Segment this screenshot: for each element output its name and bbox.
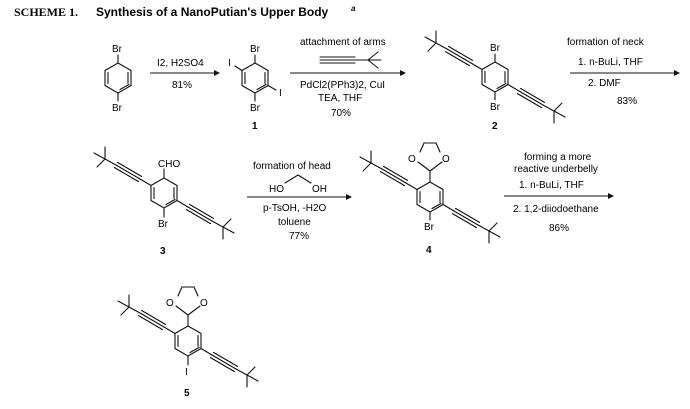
step-4-glycol-oh: OH	[312, 184, 327, 195]
aldehyde-group: CHO	[158, 159, 180, 170]
reaction-arrow-5: forming a more reactive underbelly 1. n-…	[504, 152, 614, 234]
atom-i-right: I	[279, 88, 282, 99]
right-arm-alkyne	[176, 199, 235, 240]
atom-br-top: Br	[490, 43, 501, 54]
atom-br-bottom: Br	[112, 103, 123, 114]
step-4-glycol-ho: HO	[269, 184, 284, 195]
step-5-purpose-line1: forming a more	[524, 152, 592, 163]
scheme-title: Synthesis of a NanoPutian's Upper Body	[96, 5, 329, 19]
right-arm-alkyne	[442, 203, 501, 244]
right-arm-alkyne	[200, 347, 259, 388]
double-bond	[119, 83, 130, 91]
step-3-purpose: formation of neck	[567, 37, 645, 48]
atom-br-bottom: Br	[490, 102, 501, 113]
step-4-reagents-line1: p-TsOH, -H2O	[263, 203, 327, 214]
atom-o-left: O	[166, 298, 174, 309]
atom-o-left: O	[408, 154, 416, 165]
atom-br-top: Br	[112, 44, 123, 55]
compound-2-structure: Br Br 2	[424, 30, 566, 132]
atom-o-right: O	[442, 154, 450, 165]
left-arm-alkyne	[359, 150, 418, 191]
compound-1-number: 1	[252, 121, 258, 132]
step-1-reagents: I2, H2SO4	[157, 58, 204, 69]
compound-3-number: 3	[160, 246, 166, 257]
step-2-reagents-line2: TEA, THF	[318, 93, 362, 104]
double-bond	[431, 202, 442, 210]
atom-i-bottom: I	[185, 367, 188, 378]
atom-br-bottom: Br	[158, 219, 169, 230]
step-3-yield: 83%	[617, 96, 637, 107]
compound-4-number: 4	[426, 245, 432, 256]
double-bond	[165, 198, 176, 206]
step-2-yield: 70%	[331, 108, 351, 119]
scheme-title-footnote-marker: a	[351, 4, 356, 13]
ethylene-glycol-bond	[284, 174, 299, 184]
left-arm-alkyne	[93, 146, 152, 187]
step-4-purpose: formation of head	[253, 161, 331, 172]
compound-2-number: 2	[492, 121, 498, 132]
double-bond	[496, 82, 507, 90]
compound-4-structure: O O Br 4	[359, 142, 501, 256]
step-5-purpose-line2: reactive underbelly	[514, 164, 598, 175]
step-3-reagents-line2: 2. DMF	[588, 78, 621, 89]
ethylene-glycol-bond	[297, 174, 312, 184]
reaction-arrow-1: I2, H2SO4 81%	[150, 58, 220, 91]
atom-br-bottom: Br	[424, 222, 435, 233]
benzene-ring	[104, 62, 132, 94]
right-arm-alkyne	[507, 83, 566, 124]
step-2-purpose: attachment of arms	[300, 37, 386, 48]
double-bond	[189, 346, 200, 354]
benzene-ring	[174, 325, 202, 357]
atom-o-right: O	[200, 298, 208, 309]
benzene-ring	[416, 181, 444, 213]
step-4-yield: 77%	[289, 231, 309, 242]
dioxolane-ring	[175, 286, 201, 316]
compound-5-structure: O O I 5	[117, 286, 259, 399]
step-5-yield: 86%	[549, 223, 569, 234]
reaction-arrow-3: formation of neck 1. n-BuLi, THF 2. DMF …	[567, 37, 680, 107]
reaction-arrow-2: attachment of arms PdCl2(PPh3)2, CuI TEA…	[290, 37, 406, 119]
reaction-arrow-4: formation of head HO OH p-TsOH, -H2O tol…	[247, 161, 352, 242]
step-5-reagents-line1: 1. n-BuLi, THF	[519, 180, 584, 191]
double-bond	[256, 83, 267, 91]
benzene-ring	[481, 61, 509, 93]
scheme-label: SCHEME 1.	[14, 5, 78, 19]
benzene-ring	[150, 177, 178, 209]
step-1-yield: 81%	[172, 80, 192, 91]
benzene-ring	[241, 62, 269, 94]
compound-3-structure: CHO Br 3	[93, 146, 235, 257]
step-2-reagents-line1: PdCl2(PPh3)2, CuI	[300, 80, 385, 91]
atom-br-top: Br	[250, 44, 261, 55]
step-5-reagents-line2: 2. 1,2-diiodoethane	[513, 204, 599, 215]
left-arm-alkyne	[424, 30, 483, 71]
compound-5-number: 5	[184, 388, 190, 399]
step-4-reagents-line2: toluene	[278, 217, 311, 228]
atom-i-left: I	[228, 58, 231, 69]
reagent-alkyne-structure	[319, 51, 382, 69]
bond	[234, 65, 243, 72]
bond	[267, 84, 277, 91]
left-arm-alkyne	[117, 294, 176, 335]
compound-1-structure: I Br I Br 1	[228, 44, 282, 132]
start-material-structure: Br Br	[104, 44, 132, 114]
atom-br-bottom: Br	[250, 103, 261, 114]
dioxolane-ring	[417, 142, 443, 172]
step-3-reagents-line1: 1. n-BuLi, THF	[578, 57, 643, 68]
